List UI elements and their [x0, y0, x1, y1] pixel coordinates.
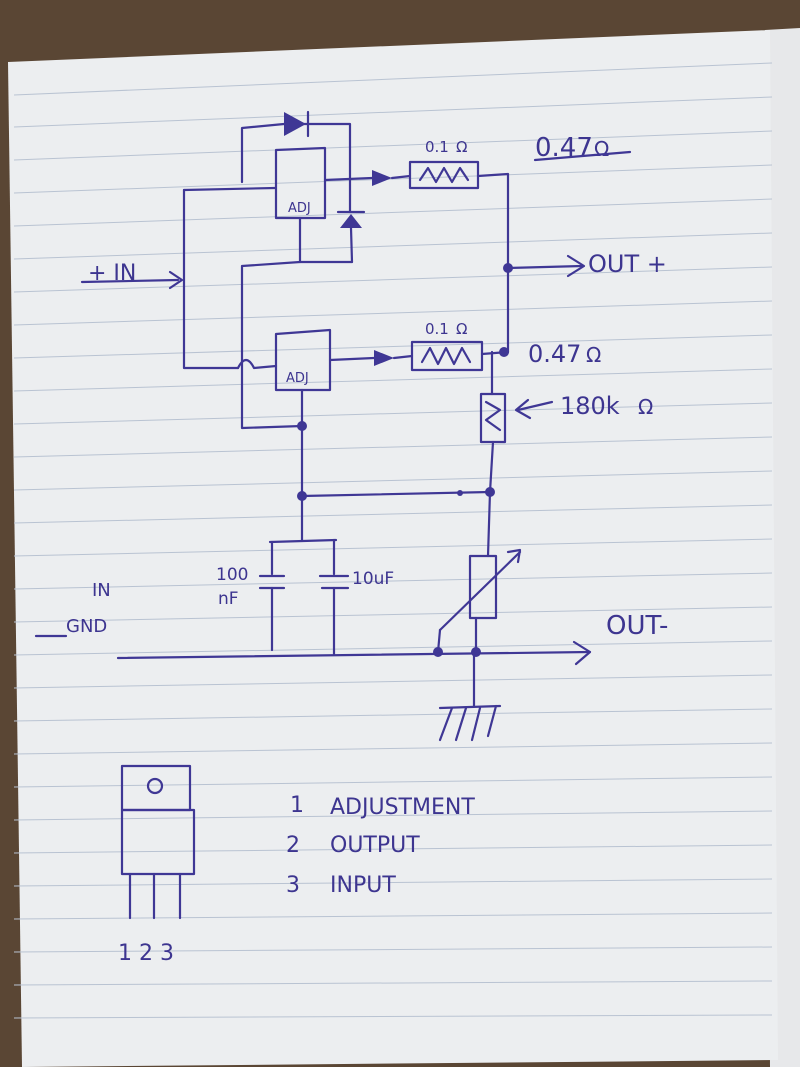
pot-wiper-head	[506, 548, 522, 564]
bottom-resistor-lead	[392, 354, 414, 360]
wire-crossover	[236, 358, 278, 370]
pin-1-number: 1	[290, 793, 304, 818]
top-resistor-zigzag	[418, 166, 470, 184]
adj-bus-dot	[457, 490, 463, 496]
ruled-lines	[13, 62, 773, 1019]
bottom-output-node	[499, 347, 509, 357]
ground-rail	[116, 650, 592, 660]
adjust-resistor-pointer	[516, 400, 554, 412]
adjustment-potentiometer	[468, 554, 498, 620]
input-ground-label-bottom: GND	[66, 616, 107, 637]
top-adj-return	[240, 350, 304, 430]
adjust-resistor-value: 180k	[560, 392, 620, 420]
notebook-page	[8, 30, 778, 1067]
input-to-top-regulator	[182, 186, 277, 192]
adjust-resistor-zigzag	[484, 400, 502, 432]
bottom-resistor-value: 0.47	[528, 340, 581, 368]
pin-1-name: ADJUSTMENT	[330, 795, 475, 820]
cap-top-bus	[268, 538, 338, 544]
pinout-diagram: 1 2 3 1 ADJUSTMENT 2 OUTPUT 3 INPUT	[118, 764, 475, 966]
out-positive-arrow	[566, 254, 586, 278]
cap1-value-line1: 100	[216, 565, 248, 585]
top-regulator-label: ADJ	[288, 201, 311, 216]
adj-diode-wire-bottom	[349, 226, 354, 264]
adjust-resistor-pointer-head	[514, 398, 532, 420]
circuit-diagram: + IN ADJ 0.1 Ω 0.47 Ω	[34, 110, 668, 742]
bottom-output-arrow	[374, 350, 394, 366]
top-output-arrow	[372, 170, 392, 186]
input-positive-wire	[80, 278, 180, 284]
top-value-underline	[533, 150, 632, 162]
earth-ground-symbol	[438, 704, 498, 742]
top-reg-output-wire	[323, 176, 374, 182]
adjust-resistor-lead-bottom	[488, 440, 495, 494]
bottom-resistor-zigzag	[420, 346, 472, 366]
pin-2-number: 2	[286, 833, 300, 858]
input-arrow	[168, 270, 184, 290]
tab-mounting-hole	[146, 777, 164, 795]
out-positive-label: OUT +	[588, 250, 667, 278]
pin-numbers: 1 2 3	[118, 941, 174, 966]
top-resistor-lead	[390, 174, 412, 180]
top-regulator	[274, 146, 327, 220]
pot-wiper-lead	[436, 628, 442, 654]
cap1-value-line2: nF	[218, 589, 239, 609]
out-positive-wire	[506, 264, 584, 270]
pin-2-name: OUTPUT	[330, 833, 420, 858]
pin-3-name: INPUT	[330, 873, 396, 898]
top-protection-diode	[284, 112, 306, 136]
top-resistor-ohm: Ω	[594, 137, 609, 161]
input-bus-wire	[182, 188, 240, 370]
top-resistor-small-ohm: Ω	[456, 138, 467, 156]
bottom-regulator-label: ADJ	[286, 371, 309, 386]
top-diode-wire-left	[240, 122, 286, 184]
output-positive-rail	[476, 172, 510, 354]
out-negative-arrow	[572, 640, 592, 666]
bottom-resistor-small-value: 0.1	[425, 320, 449, 338]
input-ground-label-top: IN	[92, 580, 111, 601]
adjust-resistor-ohm: Ω	[638, 395, 653, 419]
cap2-value: 10uF	[352, 569, 394, 589]
bottom-current-resistor	[410, 340, 484, 372]
bottom-resistor-small-ohm: Ω	[456, 320, 467, 338]
top-diode-wire-right	[298, 122, 352, 182]
pot-lead-top	[486, 490, 492, 558]
top-adj-to-bottom	[240, 260, 302, 354]
adj-diode	[340, 214, 362, 228]
pin-3-number: 3	[286, 873, 300, 898]
pot-wiper-line	[438, 550, 522, 632]
out-negative-label: OUT-	[606, 611, 668, 641]
bottom-reg-output-wire	[328, 356, 376, 362]
regulator-pins	[128, 872, 182, 920]
earth-bar	[438, 704, 502, 710]
regulator-body	[120, 808, 196, 876]
pot-node-right	[471, 647, 481, 657]
bottom-resistor-ohm: Ω	[586, 343, 601, 367]
top-resistor-small-value: 0.1	[425, 138, 449, 156]
